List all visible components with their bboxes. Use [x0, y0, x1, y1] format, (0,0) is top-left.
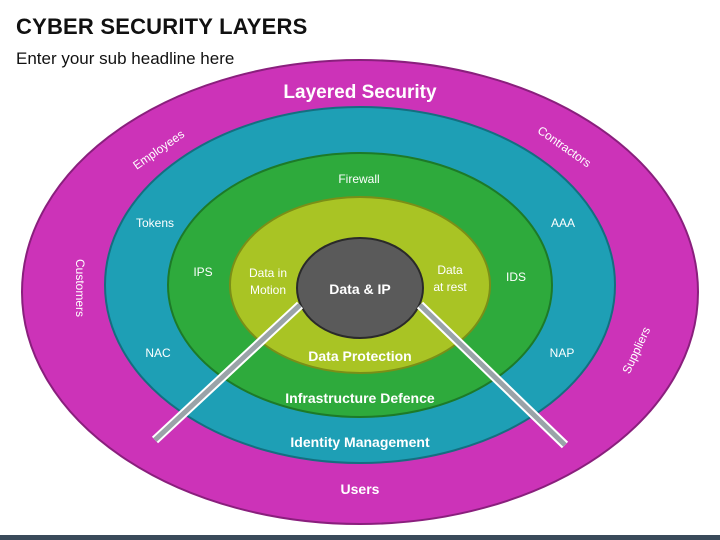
wedge-dividers [151, 301, 569, 449]
firewall-label: Firewall [338, 172, 379, 186]
data-ip-label: Data & IP [329, 281, 390, 297]
data-label: Data [437, 263, 463, 277]
bottom-bar [0, 535, 720, 540]
ips-label: IPS [193, 265, 212, 279]
aaa-label: AAA [551, 216, 575, 230]
motion-label: Motion [250, 283, 286, 297]
page-subtitle: Enter your sub headline here [16, 49, 235, 68]
layered-security-label: Layered Security [283, 82, 437, 103]
nap-label: NAP [550, 346, 575, 360]
infrastructure-defence-label: Infrastructure Defence [285, 390, 435, 406]
users-label: Users [341, 481, 380, 497]
page-title: CYBER SECURITY LAYERS [16, 14, 308, 39]
at-rest-label: at rest [433, 280, 467, 294]
nac-label: NAC [145, 346, 171, 360]
identity-management-label: Identity Management [290, 434, 430, 450]
data-protection-label: Data Protection [308, 348, 411, 364]
customers-label: Customers [73, 259, 87, 317]
tokens-label: Tokens [136, 216, 174, 230]
data-in-label: Data in [249, 266, 287, 280]
ids-label: IDS [506, 270, 526, 284]
core-ellipse [296, 237, 424, 339]
